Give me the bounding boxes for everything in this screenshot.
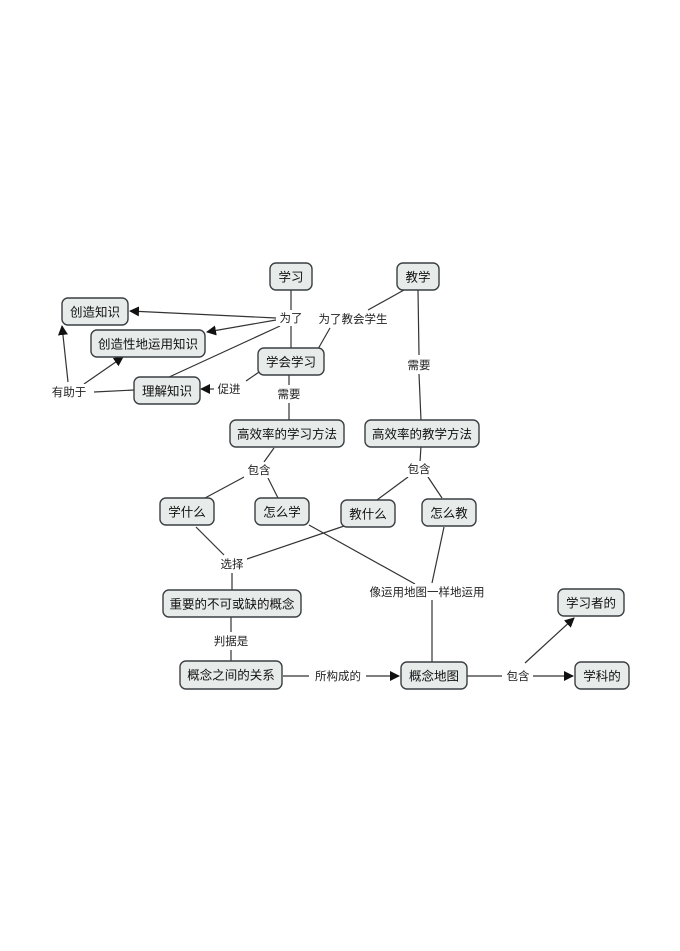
connector-weile-lijie [166,325,281,379]
node-label: 教学 [405,270,430,285]
node-label: 学什么 [168,505,206,520]
node-xuexizhe-de[interactable]: 学习者的 [557,588,625,617]
node-zenme-jiao[interactable]: 怎么教 [421,498,477,527]
label-wei-le: 为了 [280,311,303,325]
node-label: 高效率的学习方法 [237,427,337,442]
connector-baohan-zenme-xue [267,477,279,499]
arrow-youzhu-chuangzaoxing [83,356,124,385]
node-gainian-ditu[interactable]: 概念地图 [400,661,468,690]
node-label: 学科的 [583,669,621,684]
node-xueke-de[interactable]: 学科的 [574,661,630,690]
node-zhongyao-gainian[interactable]: 重要的不可或缺的概念 [162,589,302,618]
connector-gaoxiao-jiaoxue-baohan [419,445,422,463]
node-chuangzao-zhishi[interactable]: 创造知识 [61,297,129,326]
connector-xuyao-gaoxiao-jiaoxue [418,373,422,421]
connector-lijie-youzhu [93,389,135,393]
node-gaoxiao-jiaoxue-fangfa[interactable]: 高效率的教学方法 [364,419,480,448]
node-xuehui-xuexi[interactable]: 学会学习 [257,347,325,376]
node-gaoxiao-xuexi-fangfa[interactable]: 高效率的学习方法 [229,419,345,448]
connector-zenme-jiao-xiang [431,526,445,584]
node-label: 高效率的教学方法 [372,427,472,442]
connector-gaoxiao-xuexi-baohan [263,447,275,463]
arrow-weile-chuangzaoxing [206,319,277,336]
node-jiaoxue[interactable]: 教学 [396,262,440,291]
concept-nodes: 学习 教学 创造知识 创造性地运用知识 学会学习 理解知识 高效率的学习方法 [61,262,630,690]
node-label: 怎么教 [430,506,468,521]
node-label: 重要的不可或缺的概念 [169,597,295,612]
label-panjushi: 判据是 [214,634,249,648]
node-label: 学会学习 [266,355,316,370]
node-label: 概念之间的关系 [187,668,275,683]
node-label: 创造知识 [70,305,120,320]
label-baohan-2: 包含 [408,462,431,476]
connector-jiaoxue-xuyao [417,289,420,356]
connector-zenme-xue-xiang [308,524,416,585]
connector-baohan-zenme-jiao [427,476,443,499]
node-jiao-shenme[interactable]: 教什么 [340,499,396,528]
label-xuyao-2: 需要 [408,358,431,372]
label-baohan-1: 包含 [248,463,271,477]
node-label: 创造性地运用知识 [98,337,198,352]
arrow-weile-chuangzao-zhishi [129,306,277,319]
node-chuangzaoxing-yunyong[interactable]: 创造性地运用知识 [90,329,206,358]
node-lijie-zhishi[interactable]: 理解知识 [133,376,201,405]
node-xue-shenme[interactable]: 学什么 [159,497,215,526]
node-label: 理解知识 [142,384,192,399]
label-xiang-yunyong-ditu: 像运用地图一样地运用 [370,585,485,599]
label-xuanze: 选择 [221,557,244,571]
connector-jiao-shenme-xuanze [243,523,351,561]
connector-jiaoxue-weile-jiaohui [367,289,405,311]
arrow-youzhu-chuangzao-zhishi [57,325,69,383]
node-label: 学习者的 [566,596,616,611]
node-label: 概念地图 [409,669,459,684]
label-baohan-3: 包含 [507,669,530,683]
node-gainian-guanxi[interactable]: 概念之间的关系 [179,660,283,690]
node-xuexi[interactable]: 学习 [269,262,313,291]
arrow-baohan-xuexizhe [524,617,575,664]
node-label: 怎么学 [263,505,301,520]
connector-baohan-jiao-shenme [376,476,409,501]
link-lines [57,289,575,681]
node-zenme-xue[interactable]: 怎么学 [254,497,310,526]
label-wei-le-jiaohui-xuesheng: 为了教会学生 [319,312,388,326]
label-suo-goucheng-de: 所构成的 [315,669,361,683]
connector-weile-jiaohui-xuehui [317,327,331,350]
connector-baohan-xue-shenme [204,475,247,499]
connector-xue-shenme-xuanze [195,526,225,556]
label-cujin: 促进 [218,382,241,396]
link-labels: 为了 为了教会学生 促进 有助于 需要 需要 包含 包含 选择 判据是 所构成的… [48,310,533,684]
label-youzhu-yu: 有助于 [52,385,87,399]
label-xuyao-1: 需要 [278,387,301,401]
node-label: 学习 [278,270,303,285]
node-label: 教什么 [349,507,387,522]
